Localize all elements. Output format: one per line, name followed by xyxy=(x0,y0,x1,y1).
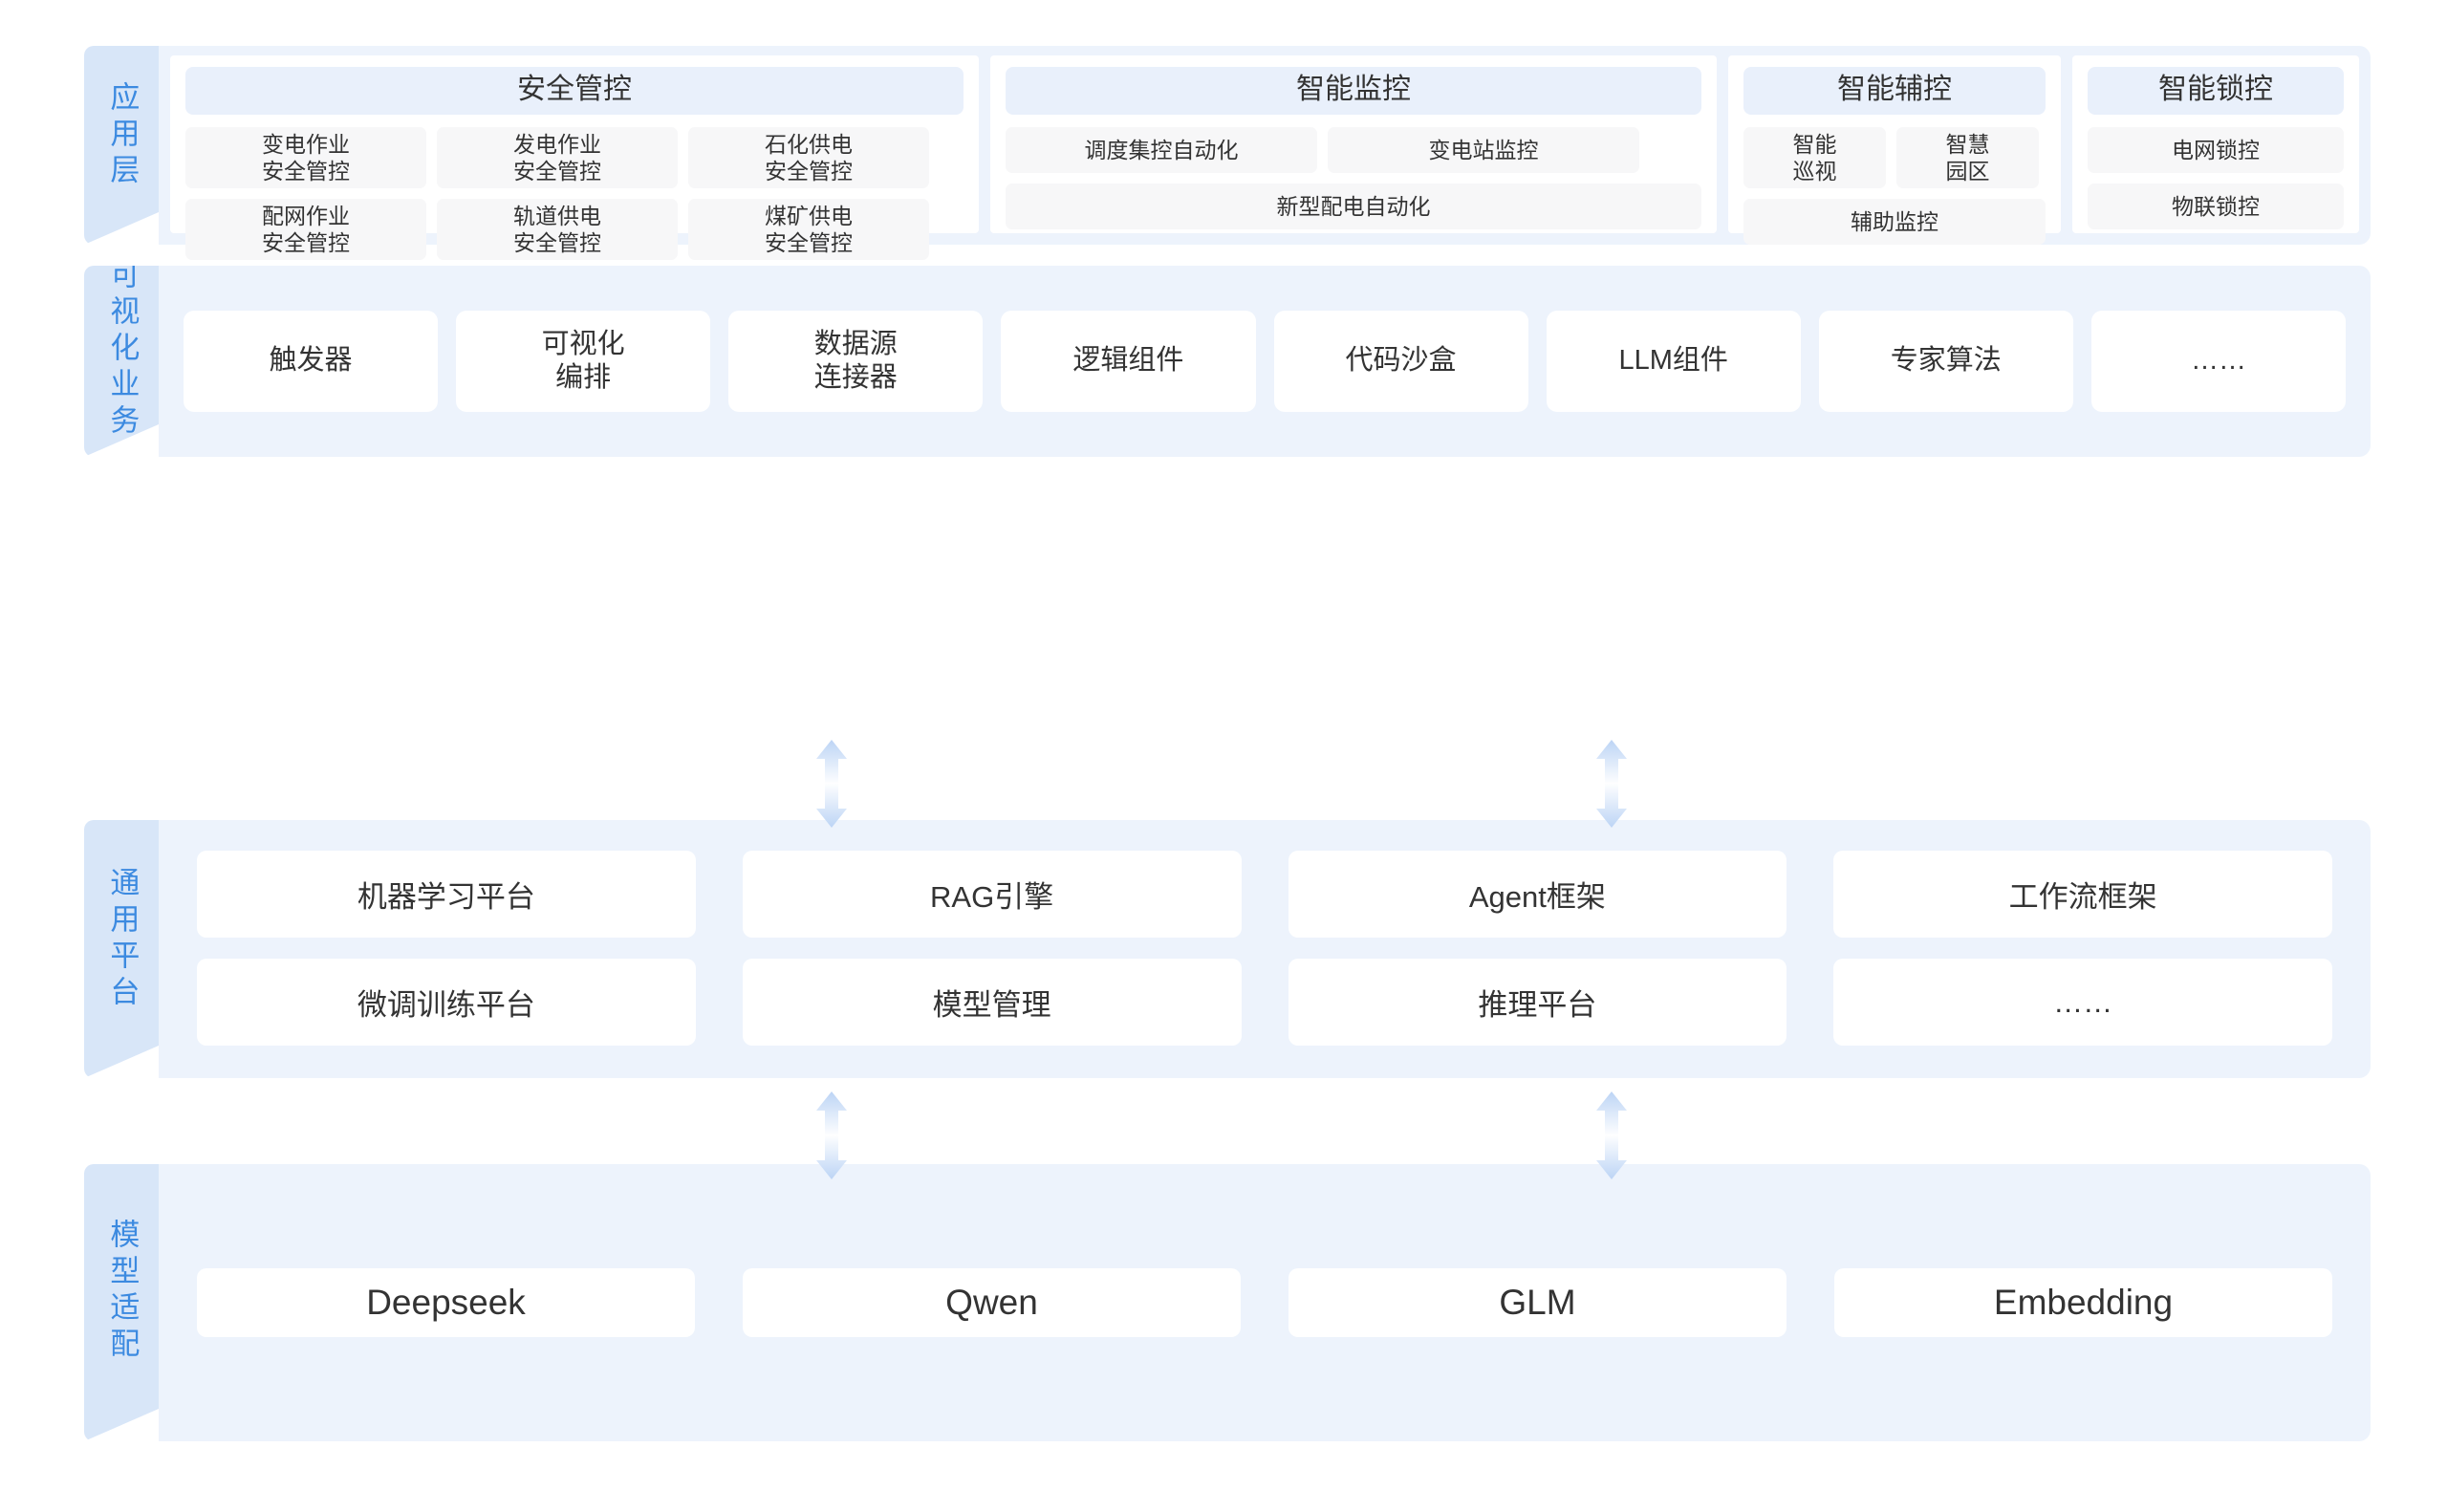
layer-visual-business-body: 触发器 可视化 编排 数据源 连接器 逻辑组件 代码沙盒 LLM组件 专家算法 … xyxy=(159,266,2371,457)
app-group-safety-title: 安全管控 xyxy=(185,67,964,115)
layer-visual-business: 可视化业务 触发器 可视化 编排 数据源 连接器 逻辑组件 代码沙盒 LLM组件… xyxy=(84,266,2371,457)
plat-card-rag-engine[interactable]: RAG引擎 xyxy=(742,851,1242,938)
layer-application: 应用层 安全管控 变电作业 安全管控 发电作业 安全管控 石化供电 安全管控 配… xyxy=(84,46,2371,260)
app-group-safety-chips: 变电作业 安全管控 发电作业 安全管控 石化供电 安全管控 配网作业 安全管控 … xyxy=(185,127,964,260)
layer-tab-application[interactable]: 应用层 xyxy=(84,46,159,245)
layer-tab-visual-business-label: 可视化业务 xyxy=(105,259,140,441)
plat-card-more[interactable]: …… xyxy=(1833,959,2332,1046)
plat-card-ml-platform[interactable]: 机器学习平台 xyxy=(197,851,696,938)
app-group-auxiliary-control-chips: 智能 巡视 智慧 园区 辅助监控 xyxy=(1743,127,2046,245)
app-chip[interactable]: 煤矿供电 安全管控 xyxy=(688,199,929,260)
app-chip[interactable]: 变电作业 安全管控 xyxy=(185,127,426,188)
layer-tab-general-platform-label: 通用平台 xyxy=(105,867,140,1012)
double-arrow-vertical-icon xyxy=(1591,1090,1633,1181)
app-chip[interactable]: 电网锁控 xyxy=(2088,127,2344,173)
layer-tab-visual-business[interactable]: 可视化业务 xyxy=(84,266,159,457)
app-group-intelligent-monitoring: 智能监控 调度集控自动化 变电站监控 新型配电自动化 xyxy=(990,55,1717,233)
app-chip[interactable]: 轨道供电 安全管控 xyxy=(437,199,678,260)
app-group-lock-control: 智能锁控 电网锁控 物联锁控 xyxy=(2072,55,2359,233)
vis-card-llm-component[interactable]: LLM组件 xyxy=(1546,311,1801,412)
layer-tab-model-adaptation[interactable]: 模型适配 xyxy=(84,1164,159,1441)
vis-card-datasource-connector[interactable]: 数据源 连接器 xyxy=(728,311,984,412)
vis-card-logic-component[interactable]: 逻辑组件 xyxy=(1001,311,1256,412)
double-arrow-vertical-icon xyxy=(811,1090,853,1181)
layer-tab-model-adaptation-label: 模型适配 xyxy=(105,1219,140,1364)
vis-card-more[interactable]: …… xyxy=(2090,311,2346,412)
app-group-lock-control-title: 智能锁控 xyxy=(2088,67,2344,115)
app-group-intelligent-monitoring-chips: 调度集控自动化 变电站监控 新型配电自动化 xyxy=(1006,127,1701,229)
app-chip[interactable]: 物联锁控 xyxy=(2088,184,2344,229)
layer-general-platform: 通用平台 机器学习平台 RAG引擎 Agent框架 工作流框架 微调训练平台 模… xyxy=(84,820,2371,1078)
plat-card-finetune-platform[interactable]: 微调训练平台 xyxy=(197,959,696,1046)
double-arrow-vertical-icon xyxy=(1591,738,1633,830)
app-chip[interactable]: 辅助监控 xyxy=(1743,199,2046,245)
app-chip[interactable]: 配网作业 安全管控 xyxy=(185,199,426,260)
vis-card-visual-orchestration[interactable]: 可视化 编排 xyxy=(456,311,711,412)
double-arrow-vertical-icon xyxy=(811,738,853,830)
model-card-deepseek[interactable]: Deepseek xyxy=(197,1268,695,1337)
model-card-qwen[interactable]: Qwen xyxy=(743,1268,1241,1337)
model-card-glm[interactable]: GLM xyxy=(1288,1268,1787,1337)
plat-card-model-management[interactable]: 模型管理 xyxy=(742,959,1242,1046)
plat-card-agent-framework[interactable]: Agent框架 xyxy=(1288,851,1787,938)
app-chip[interactable]: 石化供电 安全管控 xyxy=(688,127,929,188)
vis-card-expert-algorithm[interactable]: 专家算法 xyxy=(1818,311,2073,412)
plat-card-workflow-framework[interactable]: 工作流框架 xyxy=(1833,851,2332,938)
app-chip[interactable]: 调度集控自动化 xyxy=(1006,127,1317,173)
app-chip[interactable]: 新型配电自动化 xyxy=(1006,184,1701,229)
app-chip[interactable]: 变电站监控 xyxy=(1328,127,1639,173)
layer-tab-general-platform[interactable]: 通用平台 xyxy=(84,820,159,1078)
layer-model-adaptation: 模型适配 Deepseek Qwen GLM Embedding xyxy=(84,1164,2371,1441)
app-group-lock-control-chips: 电网锁控 物联锁控 xyxy=(2088,127,2344,229)
vis-card-code-sandbox[interactable]: 代码沙盒 xyxy=(1273,311,1528,412)
app-group-safety: 安全管控 变电作业 安全管控 发电作业 安全管控 石化供电 安全管控 配网作业 … xyxy=(170,55,979,260)
vis-card-trigger[interactable]: 触发器 xyxy=(184,311,439,412)
app-chip[interactable]: 智能 巡视 xyxy=(1743,127,1886,188)
layer-application-body: 安全管控 变电作业 安全管控 发电作业 安全管控 石化供电 安全管控 配网作业 … xyxy=(159,46,2371,260)
app-group-auxiliary-control: 智能辅控 智能 巡视 智慧 园区 辅助监控 xyxy=(1728,55,2061,245)
layer-model-adaptation-body: Deepseek Qwen GLM Embedding xyxy=(159,1164,2371,1441)
layer-general-platform-body: 机器学习平台 RAG引擎 Agent框架 工作流框架 微调训练平台 模型管理 推… xyxy=(159,820,2371,1078)
plat-card-inference-platform[interactable]: 推理平台 xyxy=(1288,959,1787,1046)
app-group-intelligent-monitoring-title: 智能监控 xyxy=(1006,67,1701,115)
app-chip[interactable]: 智慧 园区 xyxy=(1896,127,2039,188)
app-group-auxiliary-control-title: 智能辅控 xyxy=(1743,67,2046,115)
model-card-embedding[interactable]: Embedding xyxy=(1834,1268,2332,1337)
app-chip[interactable]: 发电作业 安全管控 xyxy=(437,127,678,188)
layer-tab-application-label: 应用层 xyxy=(105,81,140,190)
